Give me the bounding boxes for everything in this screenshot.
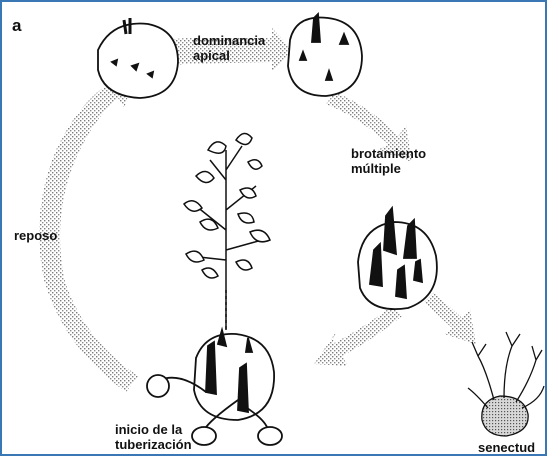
label-line: tuberización [115,437,192,452]
label-line: reposo [14,228,57,243]
potato-plant [184,133,270,330]
label-multiple-sprouting: brotamiento múltiple [351,146,426,176]
label-rest: reposo [14,228,57,243]
label-line: dominancia [193,33,265,48]
panel-letter: a [12,18,21,33]
tuber-senescent [468,332,544,436]
tuber-apical [98,18,178,98]
label-line: inicio de la [115,422,192,437]
label-apical-dominance: dominancia apical [193,33,265,63]
label-line: apical [193,48,265,63]
tuber-top-right [288,14,362,96]
arrow-to-senescence [424,292,476,344]
label-line: senectud [478,440,535,455]
tuber-multiple-sprouting [358,208,437,309]
label-line: múltiple [351,161,426,176]
label-line: brotamiento [351,146,426,161]
arrow-to-initiation [314,306,402,366]
label-tuber-initiation: inicio de la tuberización [115,422,192,452]
label-senescence: senectud [478,440,535,455]
